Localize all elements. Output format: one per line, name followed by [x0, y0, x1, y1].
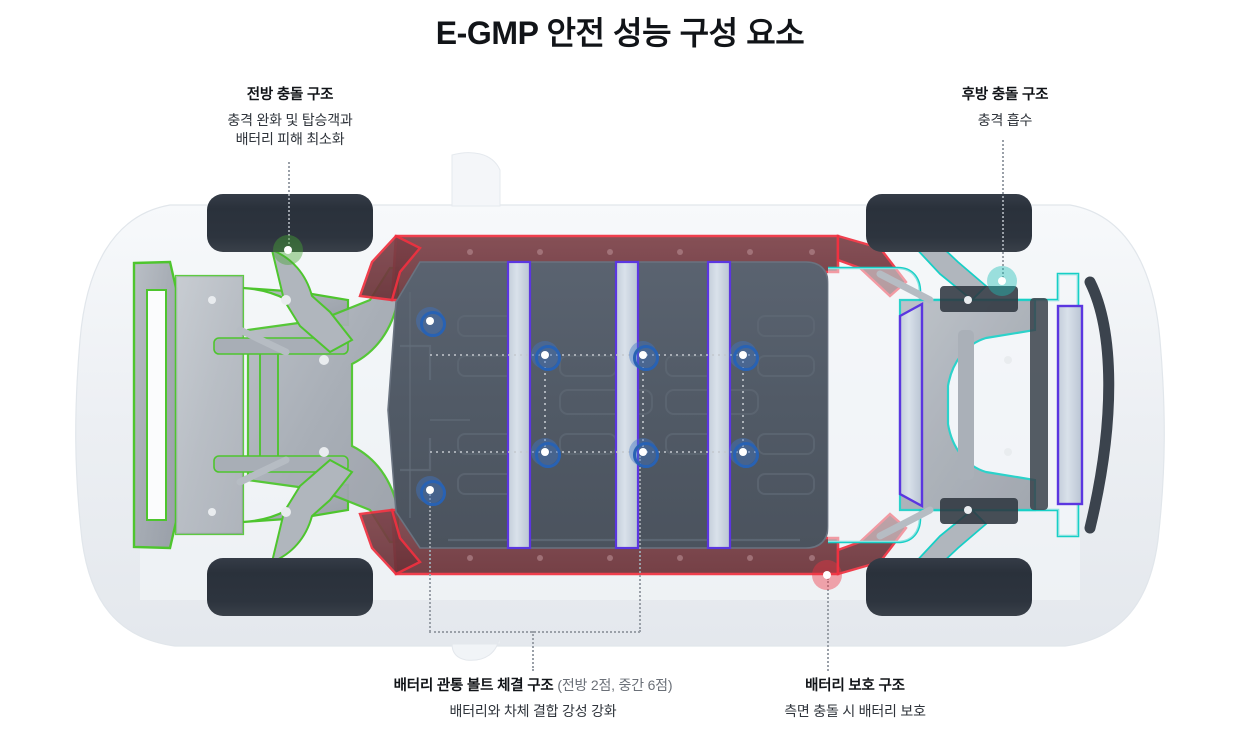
marker-bolt-mid-4[interactable] — [531, 438, 561, 468]
marker-bolt-mid-1[interactable] — [531, 341, 561, 371]
callout-rear-crash-structure: 후방 충돌 구조 충격 흡수 — [885, 85, 1125, 130]
leader-line-bolt-right — [639, 456, 641, 632]
callout-battery-protection-structure: 배터리 보호 구조 측면 충돌 시 배터리 보호 — [710, 676, 1000, 721]
marker-bolt-mid-3[interactable] — [729, 341, 759, 371]
marker-ring — [535, 345, 561, 371]
marker-ring — [420, 311, 446, 337]
bolt-connector-lines — [430, 354, 760, 453]
battery-pack — [387, 261, 829, 549]
callout-description: 충격 흡수 — [977, 111, 1033, 128]
marker-ring — [733, 345, 759, 371]
marker-core — [739, 448, 747, 456]
marker-bolt-front-2[interactable] — [416, 476, 446, 506]
marker-bolt-mid-5[interactable] — [629, 438, 659, 468]
leader-line-bolt-bracket — [429, 631, 640, 633]
callout-description: 충격 완화 및 탑승객과 배터리 피해 최소화 — [227, 111, 353, 148]
marker-core — [541, 448, 549, 456]
callout-front-crash-structure: 전방 충돌 구조 충격 완화 및 탑승객과 배터리 피해 최소화 — [165, 85, 415, 150]
rear-crash-structure-highlight — [828, 228, 1115, 582]
leader-line-bolt-left — [429, 494, 431, 632]
marker-bolt-mid-2[interactable] — [629, 341, 659, 371]
front-crash-structure-highlight — [132, 248, 400, 564]
marker-ring — [733, 442, 759, 468]
marker-core — [639, 351, 647, 359]
leader-line-bolt-drop — [532, 631, 534, 671]
marker-side-protection[interactable] — [812, 560, 842, 590]
marker-bolt-front-1[interactable] — [416, 307, 446, 337]
marker-ring — [535, 442, 561, 468]
marker-core — [998, 277, 1006, 285]
callout-description: 측면 충돌 시 배터리 보호 — [784, 702, 926, 719]
callout-battery-through-bolt-structure: 배터리 관통 볼트 체결 구조 (전방 2점, 중간 6점) 배터리와 차체 결… — [318, 676, 748, 721]
marker-core — [739, 351, 747, 359]
marker-core — [426, 317, 434, 325]
callout-title: 배터리 보호 구조 — [805, 678, 905, 694]
wheels — [207, 194, 1032, 616]
marker-ring — [633, 442, 659, 468]
marker-ring — [420, 480, 446, 506]
marker-rear-crash[interactable] — [987, 266, 1017, 296]
marker-front-crash[interactable] — [273, 235, 303, 265]
callout-title: 배터리 관통 볼트 체결 구조 (전방 2점, 중간 6점) — [393, 677, 673, 694]
leader-line-front — [288, 162, 290, 248]
callout-title-paren: (전방 2점, 중간 6점) — [557, 677, 673, 693]
marker-core — [823, 571, 831, 579]
marker-core — [541, 351, 549, 359]
marker-core — [639, 448, 647, 456]
callout-title: 전방 충돌 구조 — [246, 87, 334, 103]
marker-core — [426, 486, 434, 494]
leader-line-rear — [1002, 140, 1004, 282]
callout-title: 후방 충돌 구조 — [961, 87, 1049, 103]
callout-description: 배터리와 차체 결합 강성 강화 — [449, 702, 617, 719]
battery-cross-members — [506, 260, 732, 550]
marker-core — [284, 246, 292, 254]
marker-ring — [633, 345, 659, 371]
rear-crash-absorbers — [898, 301, 1084, 509]
page-title: E-GMP 안전 성능 구성 요소 — [435, 15, 805, 51]
marker-bolt-mid-6[interactable] — [729, 438, 759, 468]
leader-line-side — [827, 578, 829, 671]
